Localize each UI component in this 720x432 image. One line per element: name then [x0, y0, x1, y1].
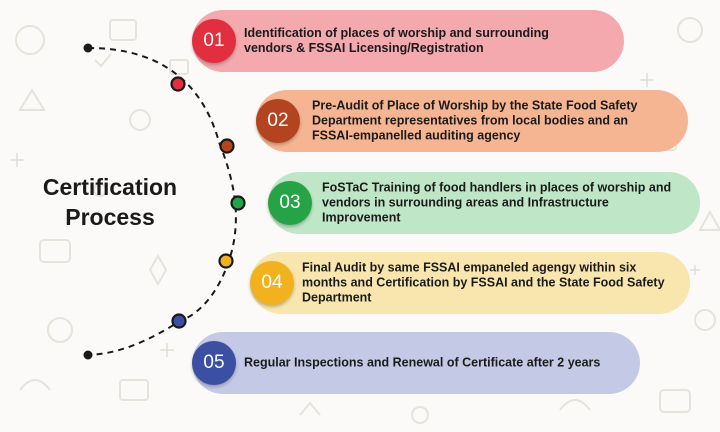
- node-03: [230, 195, 246, 211]
- step-text: Identification of places of worship and …: [244, 26, 549, 55]
- node-04: [218, 253, 234, 269]
- step-number-badge: 04: [250, 261, 294, 305]
- step-02: 02 Pre-Audit of Place of Worship by the …: [256, 90, 688, 152]
- node-02: [219, 138, 235, 154]
- step-number-badge: 03: [268, 181, 312, 225]
- title-line-2: Process: [65, 204, 155, 230]
- step-number-badge: 01: [192, 19, 236, 63]
- node-01: [170, 76, 186, 92]
- step-text: Final Audit by same FSSAI empaneled agen…: [302, 260, 665, 305]
- node-05: [171, 313, 187, 329]
- title-line-1: Certification: [42, 174, 178, 200]
- step-04: 04 Final Audit by same FSSAI empaneled a…: [250, 252, 690, 314]
- arc-start-dot: [83, 43, 93, 53]
- step-03: 03 FoSTaC Training of food handlers in p…: [268, 172, 700, 234]
- step-text: Pre-Audit of Place of Worship by the Sta…: [312, 98, 638, 143]
- step-text: Regular Inspections and Renewal of Certi…: [244, 355, 601, 370]
- step-text: FoSTaC Training of food handlers in plac…: [322, 180, 672, 225]
- step-01: 01 Identification of places of worship a…: [192, 10, 624, 72]
- step-05: 05 Regular Inspections and Renewal of Ce…: [192, 332, 640, 394]
- step-number-badge: 05: [192, 341, 236, 385]
- step-number-badge: 02: [256, 99, 300, 143]
- arc-end-dot: [83, 350, 93, 360]
- diagram-title: Certification Process: [20, 172, 200, 232]
